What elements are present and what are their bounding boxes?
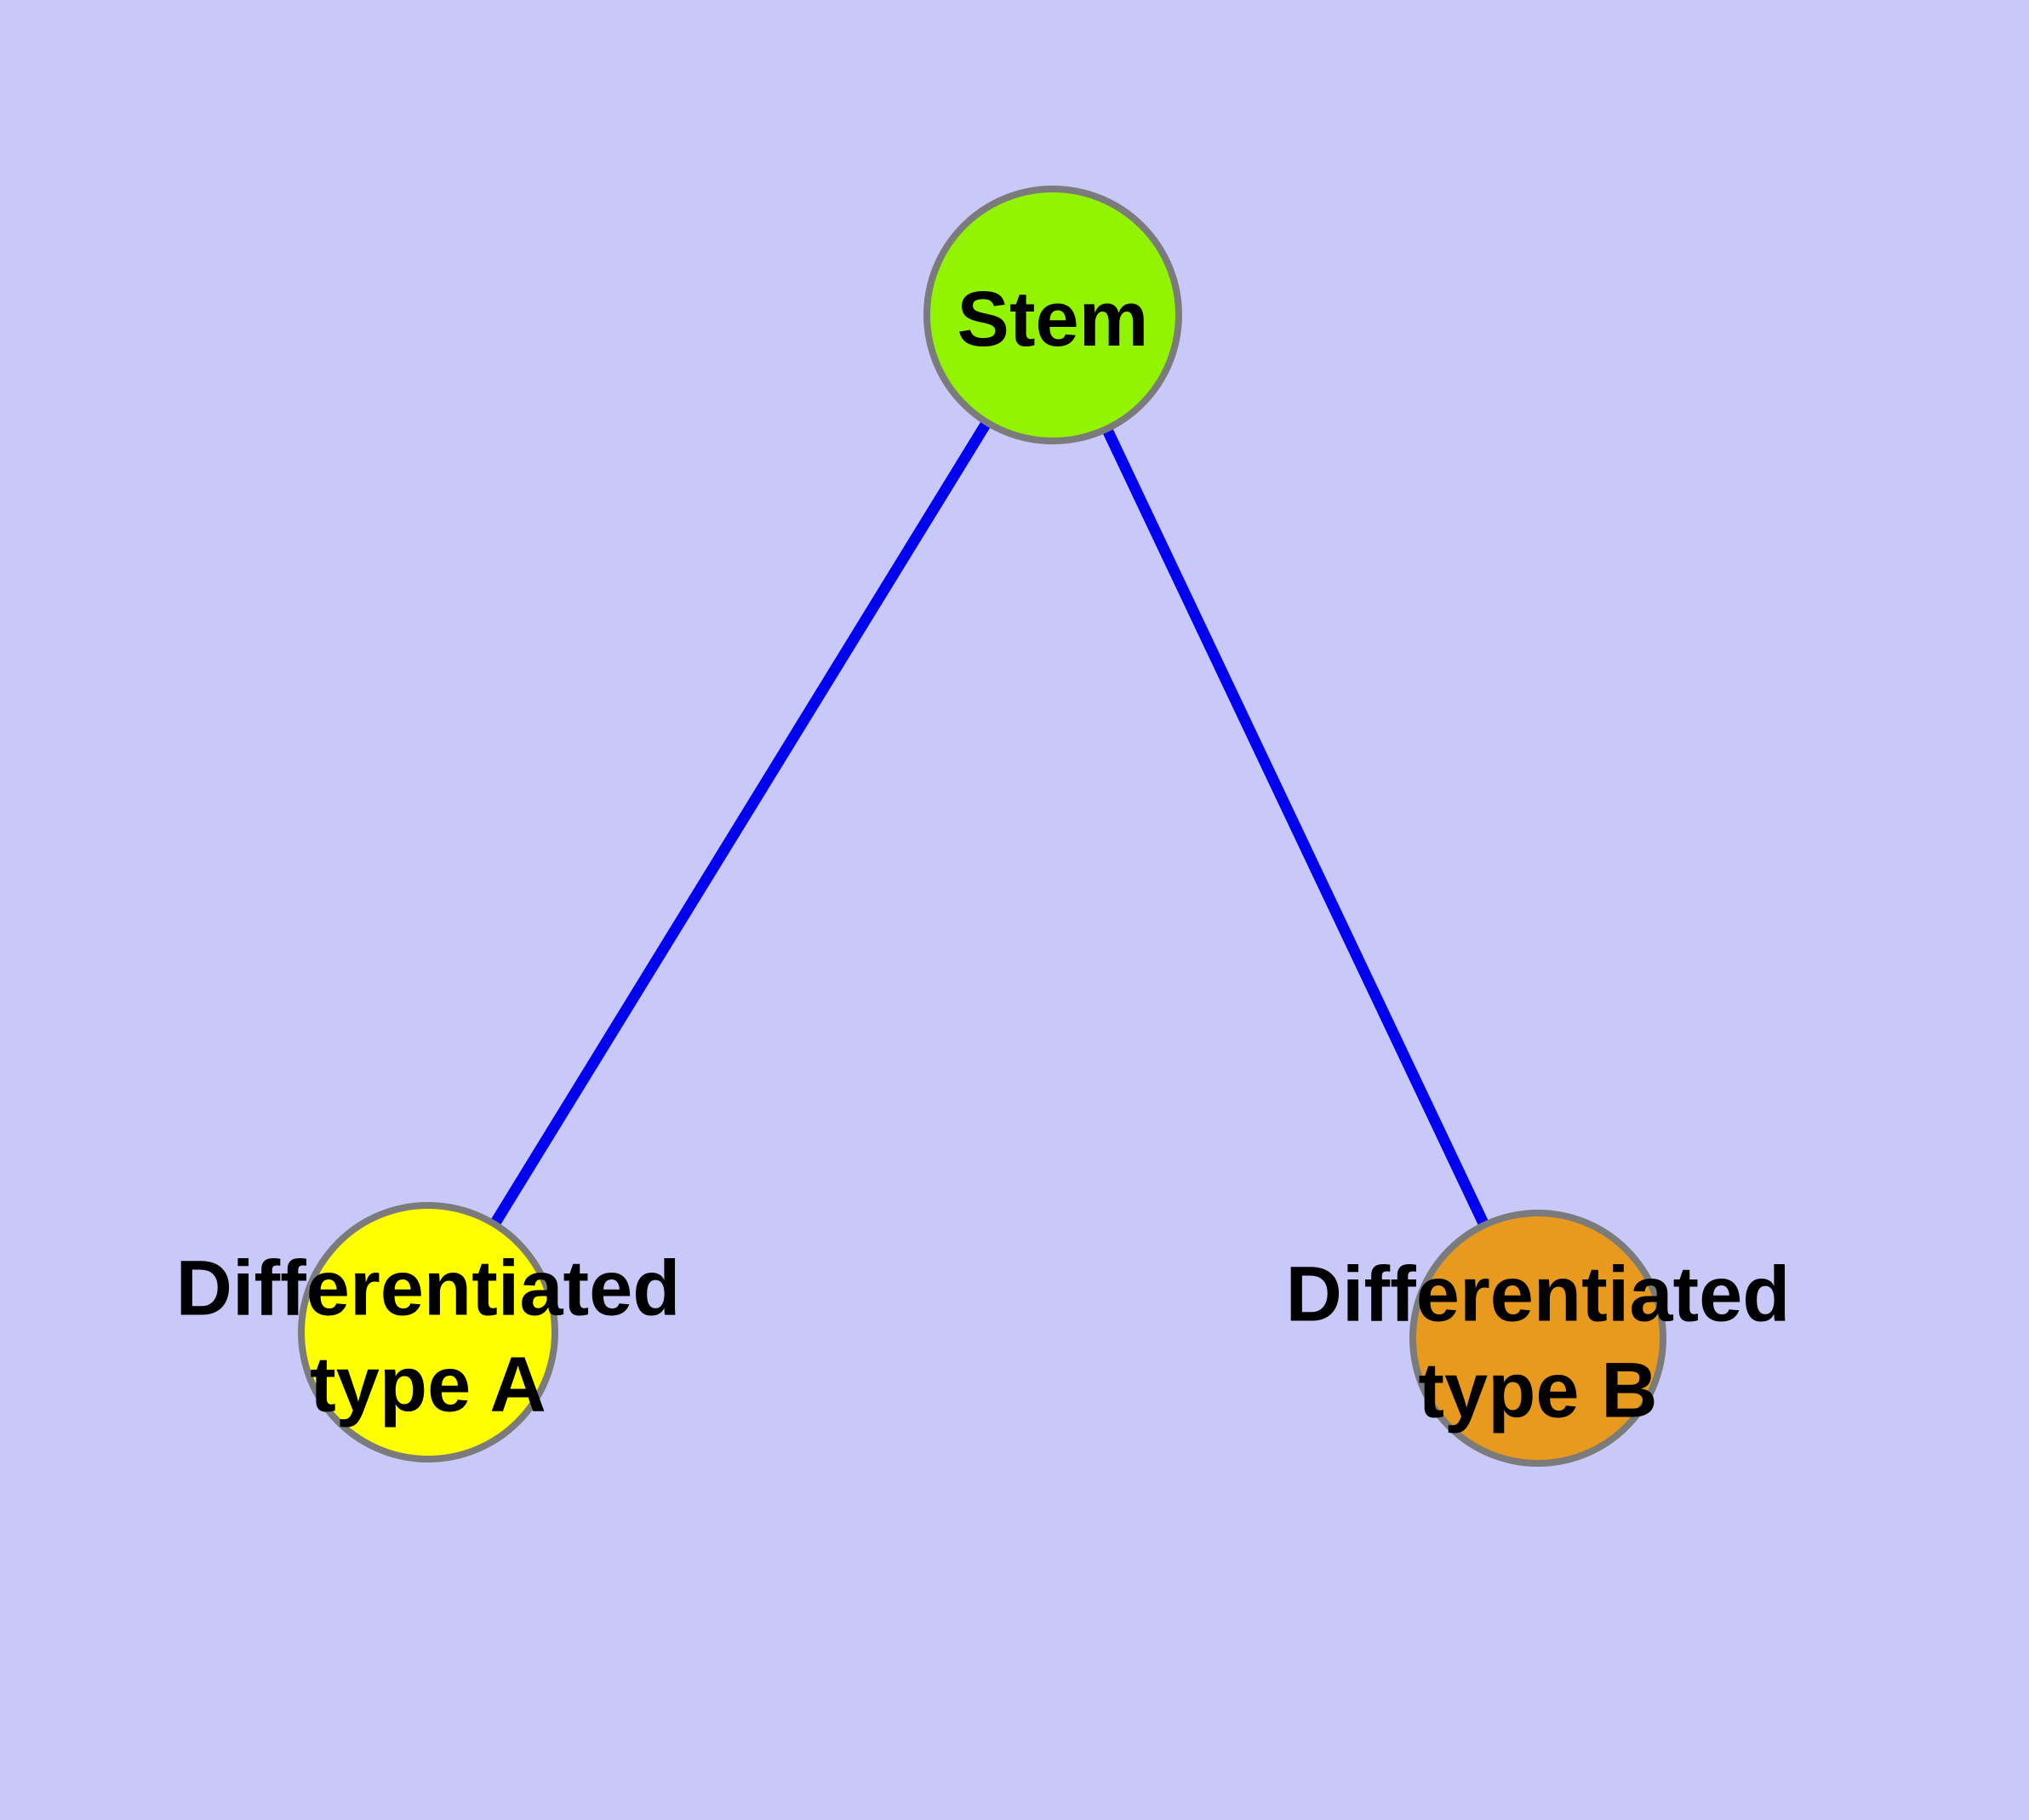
node-label-line: type A [310, 1342, 546, 1428]
node-label-line: Differentiated [1286, 1251, 1791, 1338]
node-diff-b [1409, 1210, 1666, 1467]
edge-stem-diff-a [423, 312, 1058, 1336]
node-label-line: type B [1418, 1348, 1657, 1434]
node-label-diff-b: Differentiated type B [1286, 1251, 1791, 1434]
node-label-diff-a: Differentiated type A [176, 1245, 681, 1428]
node-label-line: Stem [957, 276, 1149, 363]
node-stem [923, 186, 1182, 444]
edge-stem-diff-b [1048, 312, 1543, 1341]
node-label-line: Differentiated [176, 1245, 681, 1332]
node-label-stem: Stem [957, 276, 1149, 363]
node-diff-a [298, 1202, 558, 1462]
